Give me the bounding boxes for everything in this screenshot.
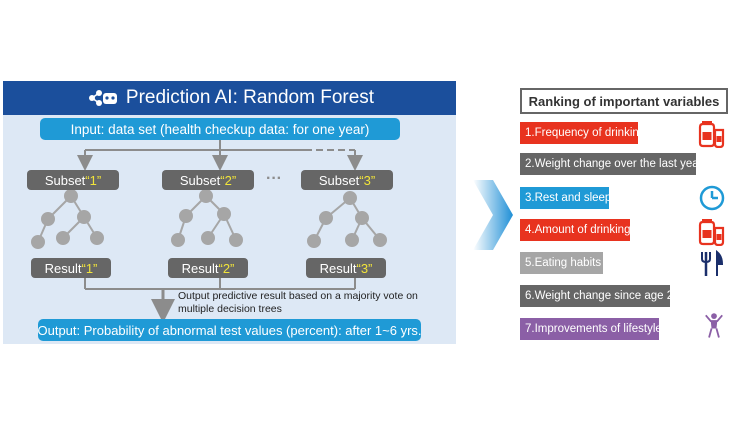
clock-icon: [699, 185, 725, 211]
subset-1-box: Subset “1”: [27, 170, 119, 190]
alcohol-icon: [698, 121, 725, 148]
input-box: Input: data set (health checkup data: fo…: [40, 118, 400, 140]
rank-item-6: 6.Weight change since age 20: [520, 285, 680, 307]
majority-vote-note: Output predictive result based on a majo…: [178, 290, 418, 315]
rank-item-4: 4.Amount of drinking: [520, 219, 630, 241]
big-right-arrow: [473, 180, 513, 250]
subset-2-box: Subset “2”: [162, 170, 254, 190]
subset-3-box: Subset “3”: [301, 170, 393, 190]
rank-item-3: 3.Rest and sleep: [520, 187, 611, 209]
ellipsis: ···: [266, 170, 282, 187]
rank-item-2: 2.Weight change over the last year: [520, 153, 703, 175]
fork-knife-icon: [701, 250, 724, 276]
decision-tree-3: [307, 191, 387, 248]
rank-item-1: 1.Frequency of drinking: [520, 122, 645, 144]
result-3-box: Result “3”: [306, 258, 386, 278]
result-1-box: Result “1”: [31, 258, 111, 278]
exercise-person-icon: [705, 313, 723, 338]
rank-item-5: 5.Eating habits: [520, 252, 603, 274]
decision-tree-2: [171, 189, 243, 247]
decision-tree-1: [31, 189, 104, 249]
rank-item-7: 7.Improvements of lifestyle: [520, 318, 662, 340]
output-box: Output: Probability of abnormal test val…: [37, 319, 422, 341]
result-2-box: Result “2”: [168, 258, 248, 278]
title-bar: Prediction AI: Random Forest: [3, 81, 456, 115]
ai-robot-icon: [85, 87, 119, 109]
page-title: Prediction AI: Random Forest: [125, 87, 375, 108]
alcohol-icon: [698, 219, 725, 246]
ranking-title: Ranking of important variables: [520, 88, 728, 114]
